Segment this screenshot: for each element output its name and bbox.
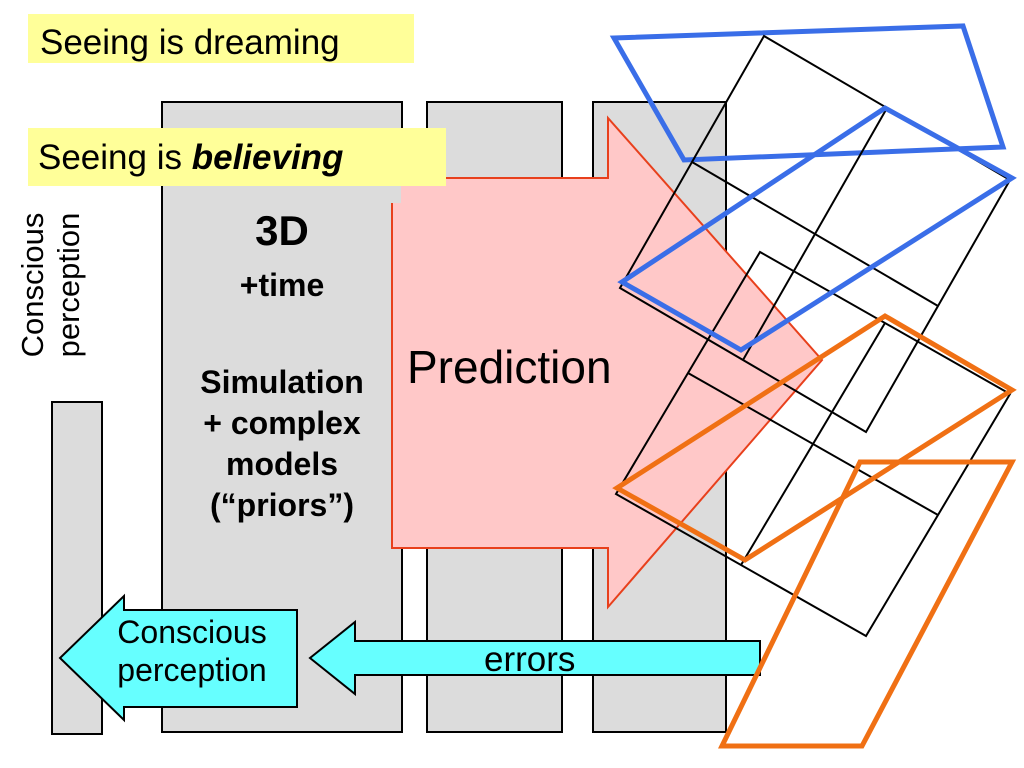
column-subheading-time: +time <box>239 267 325 303</box>
column-body: Simulation + complex models (“priors”) <box>162 362 402 526</box>
prediction-label: Prediction <box>407 341 612 393</box>
orange-plane-bottom <box>718 459 1017 749</box>
vertical-label-line2: perception <box>51 212 86 358</box>
column-body-line-3: models <box>225 446 339 482</box>
grid-lower <box>614 250 1012 638</box>
errors-arrow-shape <box>308 619 761 697</box>
column-body-line-1: Simulation <box>200 364 364 400</box>
column-body-line-4: (“priors”) <box>210 487 354 523</box>
perception-arrow-label: Conscious perception <box>92 613 292 689</box>
perception-arrow-line1: Conscious <box>117 614 267 650</box>
column-body-line-2: + complex <box>203 405 361 441</box>
vertical-label-conscious-perception: Conscious perception <box>15 155 95 415</box>
vertical-label-line1: Conscious <box>15 212 50 358</box>
perception-arrow-line2: perception <box>117 652 267 688</box>
prediction-arrow-shape <box>391 115 824 610</box>
perception-arrow-shape <box>58 593 298 723</box>
column-heading-3d: 3D <box>255 207 309 254</box>
orange-plane-middle <box>612 313 1017 563</box>
errors-label: errors <box>484 640 576 679</box>
blue-plane-top <box>609 23 1007 163</box>
banner-dreaming-text: Seeing is dreaming <box>40 23 340 62</box>
banner-seeing-is-believing: Seeing is believing <box>28 128 446 186</box>
banner-seeing-is-dreaming: Seeing is dreaming <box>28 14 414 63</box>
blue-plane-middle <box>617 105 1017 353</box>
banner-believing-emphasis: believing <box>191 138 344 177</box>
banner-believing-prefix: Seeing is <box>38 138 192 177</box>
